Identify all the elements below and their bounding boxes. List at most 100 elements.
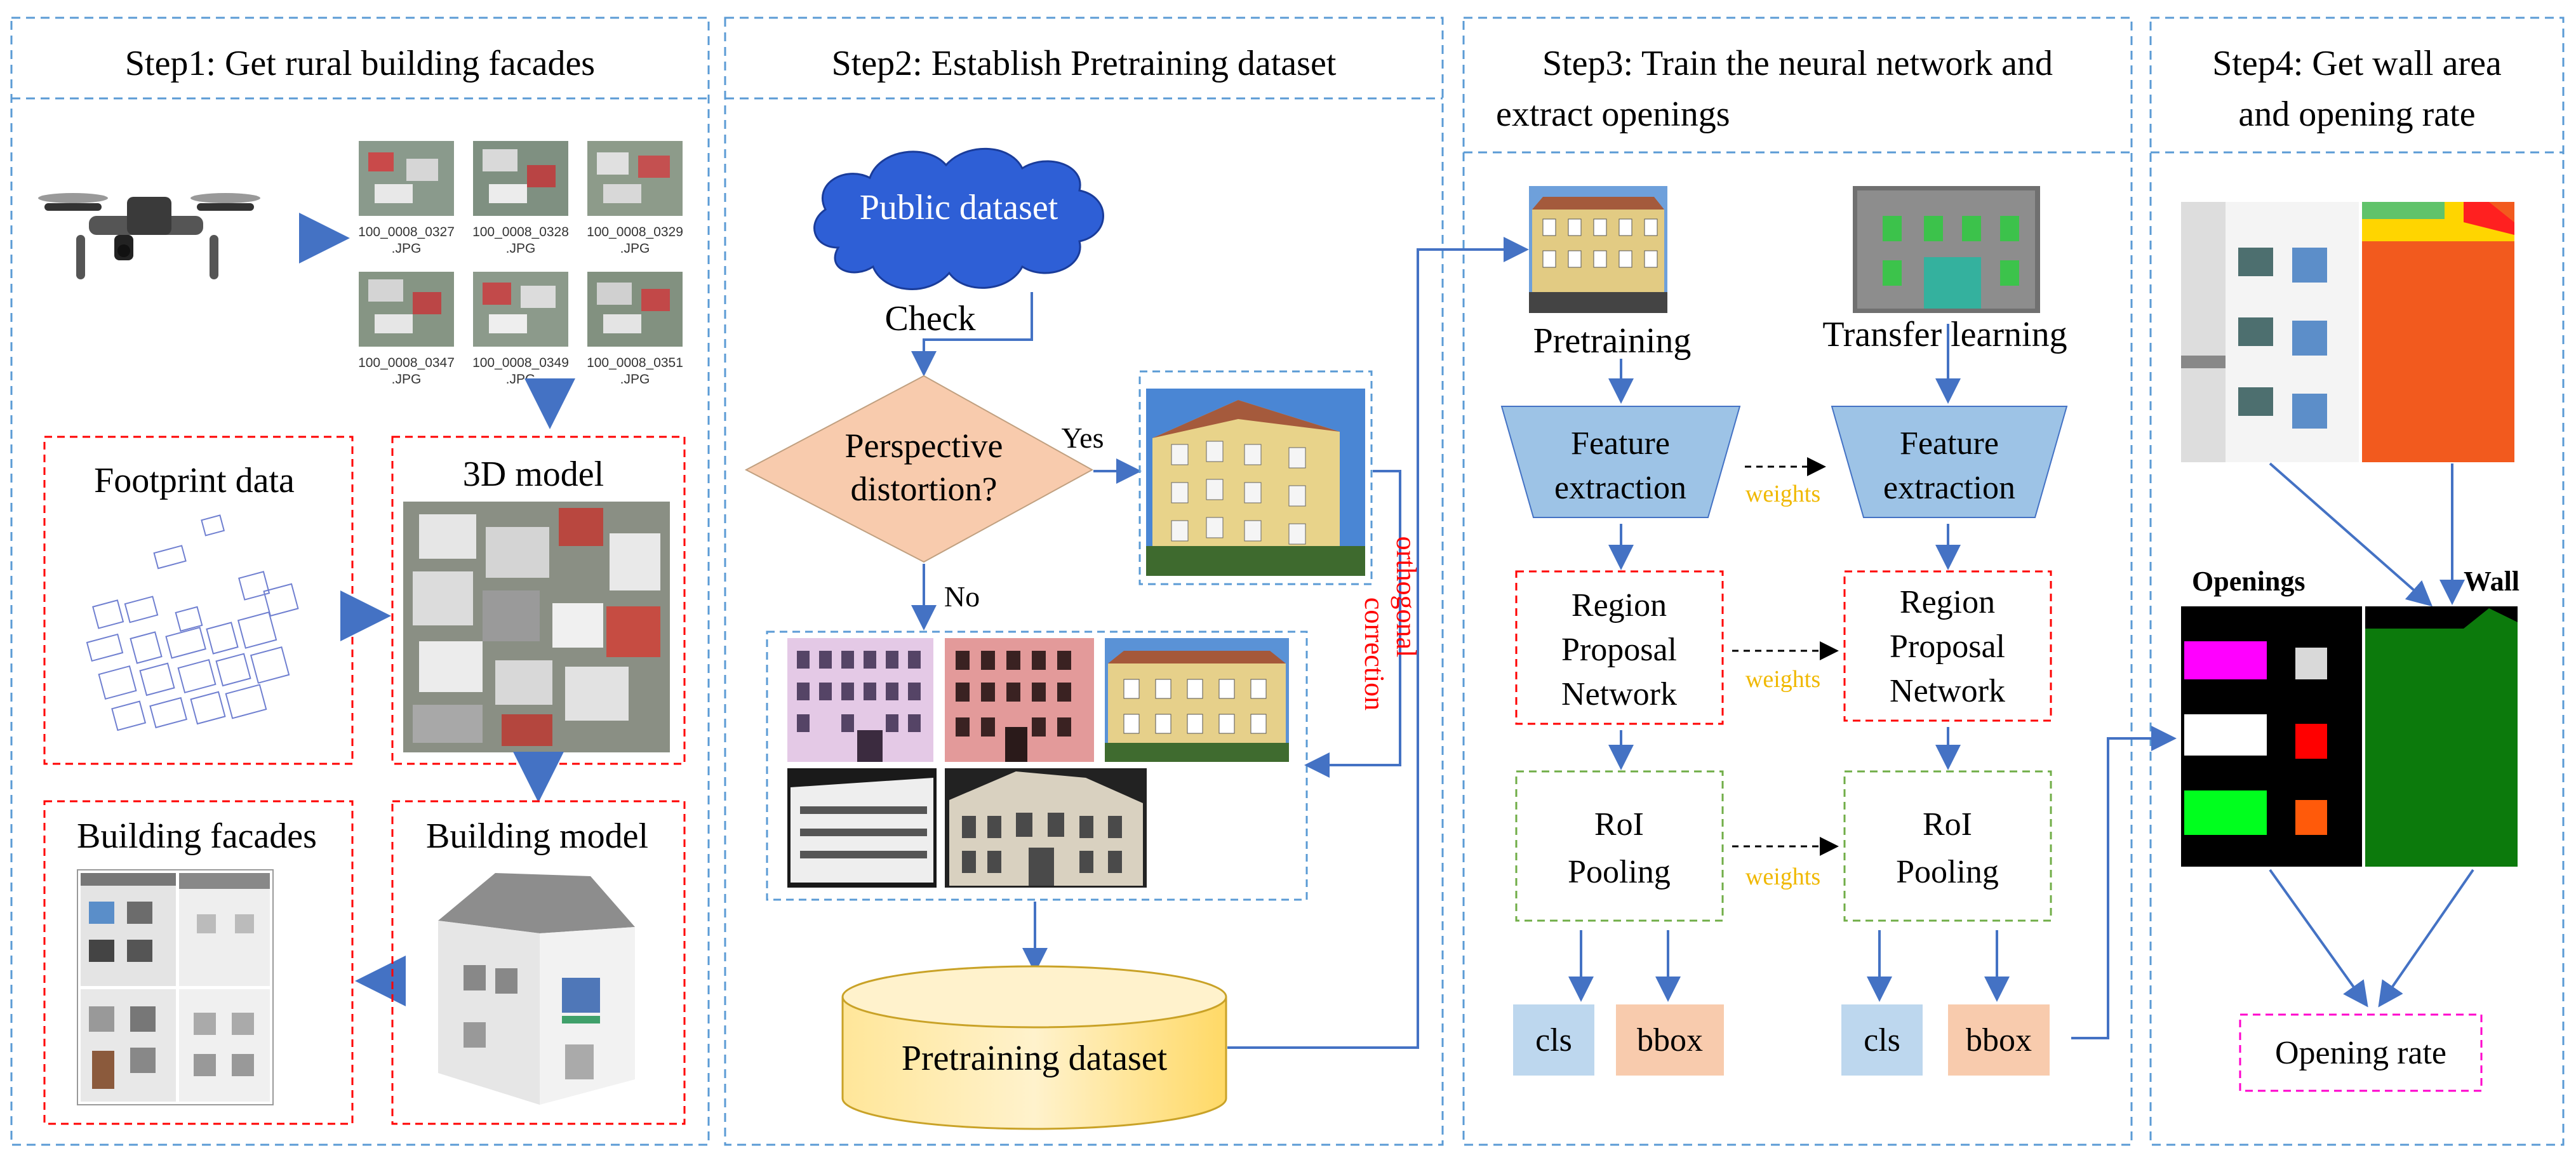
no-label: No: [944, 580, 980, 613]
roi-left-line2: Pooling: [1568, 854, 1671, 890]
photo-filename: 100_0008_0329: [587, 225, 683, 239]
masks-to-rate-arrow-1: [2269, 869, 2368, 1008]
panel-titles: Step1: Get rural building facades Step2:…: [125, 44, 2502, 134]
weights-label: weights: [1745, 863, 1820, 890]
cls-left-box: [1513, 1004, 1594, 1076]
bbox-right-label: bbox: [1966, 1022, 2032, 1058]
dataset-image: [787, 768, 937, 888]
opening-rate-box: [2239, 1013, 2483, 1092]
diamond-label-line2: distortion?: [851, 470, 998, 508]
photo-filename-ext: .JPG: [392, 241, 422, 256]
openings-label: Openings: [2192, 566, 2306, 597]
rpn-labels: Region Proposal Network Region Proposal …: [1561, 584, 2005, 712]
diamond-label-line1: Perspective: [845, 427, 1003, 465]
distorted-photo: [1146, 389, 1365, 576]
public-dataset-cloud: [813, 147, 1104, 290]
cylinder-to-step3-arrow: [1227, 237, 1529, 1049]
photo-filenames: 100_0008_0327 100_0008_0328 100_0008_032…: [358, 225, 683, 387]
cls-left-label: cls: [1535, 1022, 1572, 1058]
feature-right-line2: extraction: [1883, 470, 2015, 506]
dataset-image: [945, 638, 1094, 762]
check-label: Check: [884, 299, 975, 338]
feature-left-line1: Feature: [1571, 425, 1670, 462]
cls-right-box: [1841, 1004, 1923, 1076]
output-labels: cls bbox cls bbox: [1535, 1022, 2032, 1058]
distorted-photo-box: [1138, 370, 1373, 585]
bbox-left-box: [1616, 1004, 1724, 1076]
photo-thumbnails: [359, 141, 683, 347]
photo-filename: 100_0008_0351: [587, 356, 683, 370]
feature-left-line2: extraction: [1554, 470, 1686, 506]
cls-right-label: cls: [1864, 1022, 1900, 1058]
feature-extraction-right: [1831, 406, 2068, 518]
transfer-photo: [1853, 186, 2040, 313]
roi-labels: RoI Pooling RoI Pooling: [1568, 806, 1999, 890]
dataset-image: [787, 638, 933, 762]
feature-labels: Feature extraction Feature extraction: [1554, 425, 2015, 506]
bbox-left-label: bbox: [1637, 1022, 1703, 1058]
step4-panel: [2149, 17, 2565, 1146]
roi-right-line2: Pooling: [1896, 854, 1999, 890]
roi-left-line1: RoI: [1594, 806, 1644, 843]
rpn-right-line3: Network: [1890, 673, 2005, 709]
photo-filename-ext: .JPG: [620, 241, 650, 256]
facades-label: Building facades: [77, 817, 317, 856]
photo-to-wall-arrow-1: [2269, 462, 2433, 607]
cloud-to-diamond-arrow: [911, 292, 1033, 377]
rpn-left-line1: Region: [1572, 587, 1667, 623]
dataset-image: [945, 768, 1147, 888]
pretraining-label: Pretraining: [1533, 321, 1692, 361]
rpn-right-box: [1843, 570, 2052, 722]
photo-filename: 100_0008_0349: [472, 356, 569, 370]
weights-labels: weights weights weights: [1745, 481, 1820, 890]
yes-label: Yes: [1062, 422, 1104, 454]
opening-rate-label: Opening rate: [2275, 1035, 2446, 1071]
footprint-label: Footprint data: [94, 461, 295, 500]
dataset-images: [787, 638, 1289, 888]
panel-frames: [10, 17, 2565, 1146]
step3-panel: [1462, 17, 2133, 1146]
transfer-label: Transfer learning: [1822, 315, 2067, 354]
photo-filename-ext: .JPG: [506, 372, 536, 387]
drone-icon: [38, 193, 260, 279]
wall-heatmap: [2362, 202, 2514, 462]
bbox-to-step4-arrow: [2071, 726, 2177, 1039]
building-model-box: [391, 800, 686, 1125]
roi-output-arrows: [1568, 930, 2010, 1002]
photo-filename: 100_0008_0327: [358, 225, 455, 239]
step2-title: Step2: Establish Pretraining dataset: [832, 44, 1337, 83]
rpn-right-line1: Region: [1900, 584, 1995, 620]
model3d-image: [403, 502, 670, 752]
photo-thumbnail: [359, 141, 454, 216]
photo-filename-ext: .JPG: [506, 241, 536, 256]
photo-filename-ext: .JPG: [620, 372, 650, 387]
feature-extraction-left: [1500, 406, 1741, 518]
rpn-left-line3: Network: [1561, 676, 1677, 712]
cylinder-label: Pretraining dataset: [902, 1039, 1168, 1078]
building-model-image: [438, 873, 635, 1105]
photo-filename: 100_0008_0328: [472, 225, 569, 239]
facades-box: [43, 800, 354, 1125]
bbox-right-box: [1948, 1004, 2050, 1076]
rpn-right-line2: Proposal: [1890, 629, 2005, 665]
step1-panel: [10, 17, 710, 1146]
footprint-outlines: [86, 514, 299, 731]
photo-thumbnail: [359, 272, 454, 347]
masks-to-rate-arrow-2: [2378, 869, 2474, 1008]
pretraining-photo: [1529, 186, 1667, 313]
pretraining-cylinder: [841, 965, 1227, 1130]
cloud-label: Public dataset: [860, 188, 1058, 227]
roi-right-line1: RoI: [1923, 806, 1972, 843]
building-model-label: Building model: [426, 817, 648, 856]
step3-title-line2: extract openings: [1496, 95, 1730, 134]
photo-filename: 100_0008_0347: [358, 356, 455, 370]
photo-thumbnail: [473, 272, 568, 347]
orthogonal-correction-arrow: [1304, 470, 1401, 778]
weights-label: weights: [1745, 481, 1820, 507]
step3-title-line1: Step3: Train the neural network and: [1542, 44, 2053, 83]
perspective-diamond: [744, 375, 1094, 563]
step1-title: Step1: Get rural building facades: [125, 44, 595, 83]
wall-mask: [2365, 606, 2518, 867]
step4-title-line2: and opening rate: [2238, 95, 2475, 134]
